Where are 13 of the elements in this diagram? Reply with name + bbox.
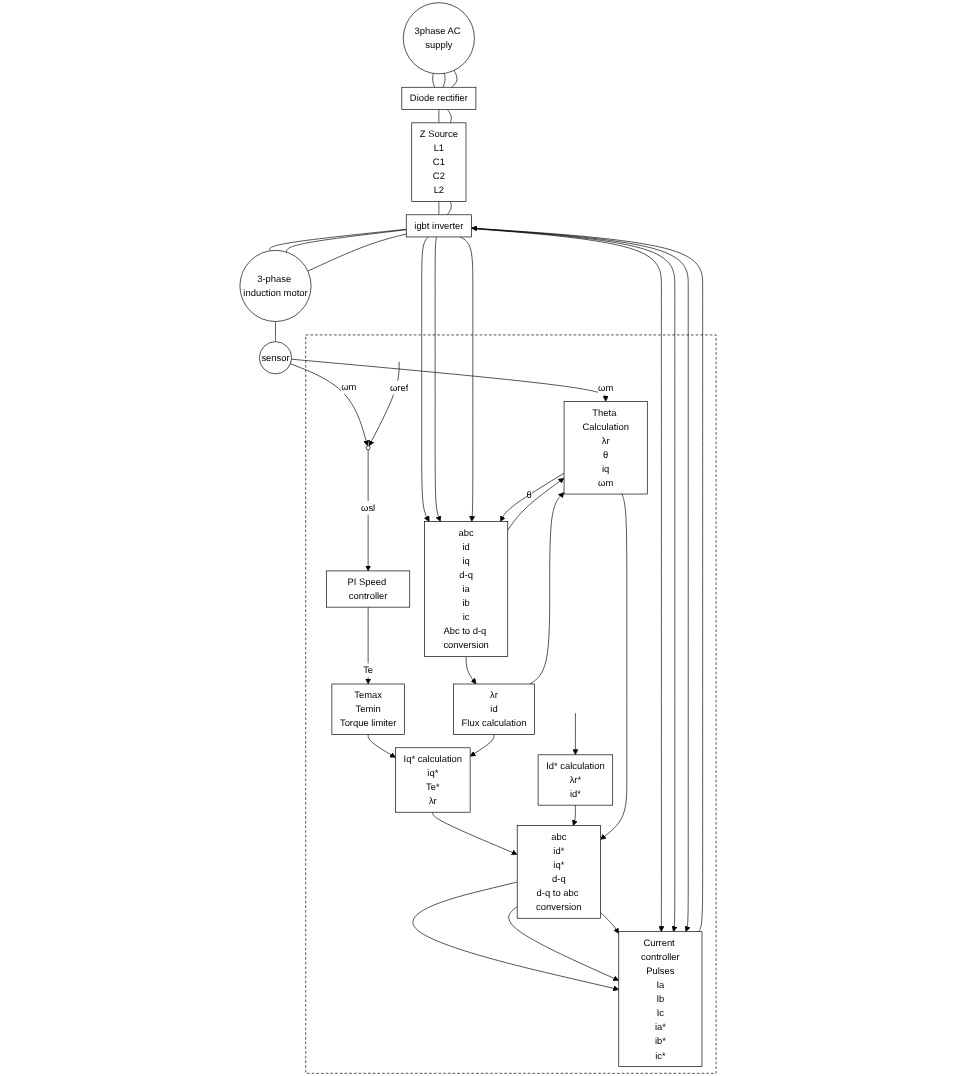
connector	[438, 109, 440, 124]
connector	[446, 109, 452, 124]
connector	[446, 201, 452, 216]
connector	[275, 321, 276, 342]
connector	[442, 73, 446, 88]
node-circle	[365, 445, 371, 451]
cluster	[305, 334, 717, 1074]
connector	[432, 73, 435, 88]
connector	[269, 228, 407, 252]
connector	[285, 229, 407, 253]
connector	[307, 233, 407, 272]
connector	[438, 201, 440, 216]
connector	[451, 70, 458, 88]
